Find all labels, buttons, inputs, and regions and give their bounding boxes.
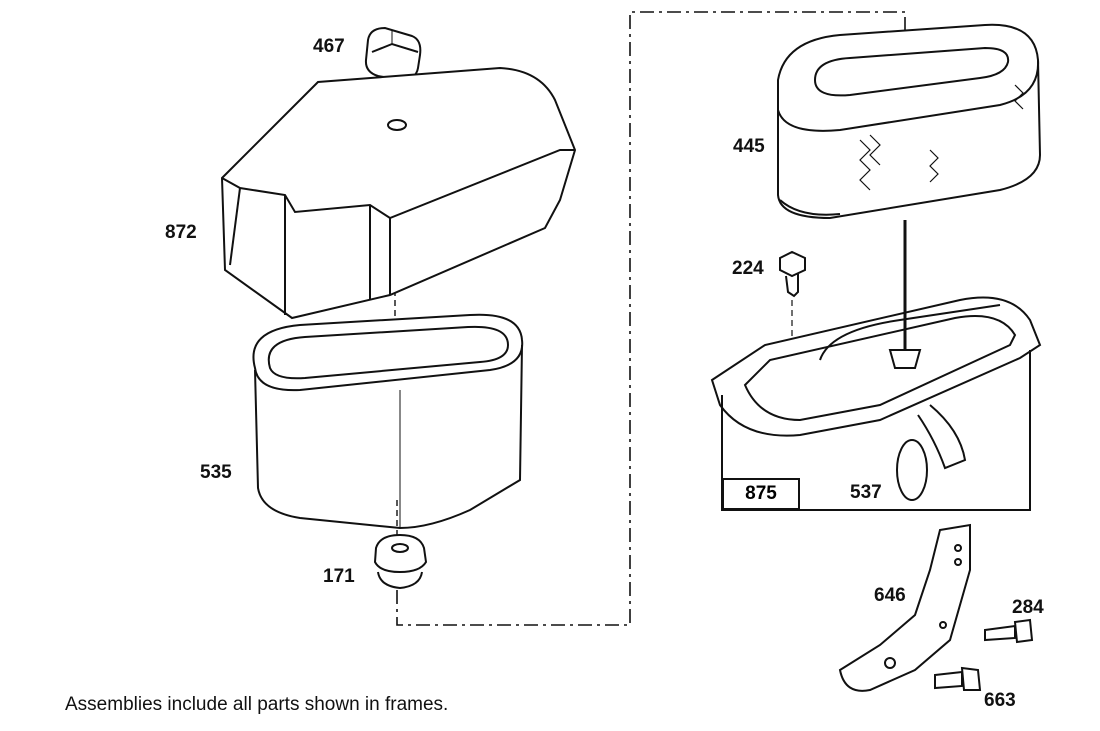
part-label-537: 537	[850, 482, 882, 503]
base-875	[710, 220, 1042, 501]
screw-663	[934, 666, 982, 691]
part-label-224: 224	[732, 258, 764, 279]
part-label-875: 875	[722, 478, 800, 510]
assembly-frame	[721, 350, 1031, 511]
part-label-284: 284	[1012, 597, 1044, 618]
knob-467	[364, 26, 422, 82]
grommet-171	[373, 533, 428, 590]
assemblies-note: Assemblies include all parts shown in fr…	[65, 694, 449, 715]
part-label-171: 171	[323, 566, 355, 587]
filter-535	[252, 313, 524, 530]
part-label-445: 445	[733, 136, 765, 157]
air-filter-445	[777, 23, 1042, 220]
part-label-535: 535	[200, 462, 232, 483]
screw-284	[984, 618, 1034, 644]
assembly-connection-line	[396, 11, 906, 626]
part-label-872: 872	[165, 222, 197, 243]
part-label-646: 646	[874, 585, 906, 606]
part-label-467: 467	[313, 36, 345, 57]
cover-872	[220, 66, 577, 320]
bracket-646	[838, 523, 971, 692]
part-label-663: 663	[984, 690, 1016, 711]
